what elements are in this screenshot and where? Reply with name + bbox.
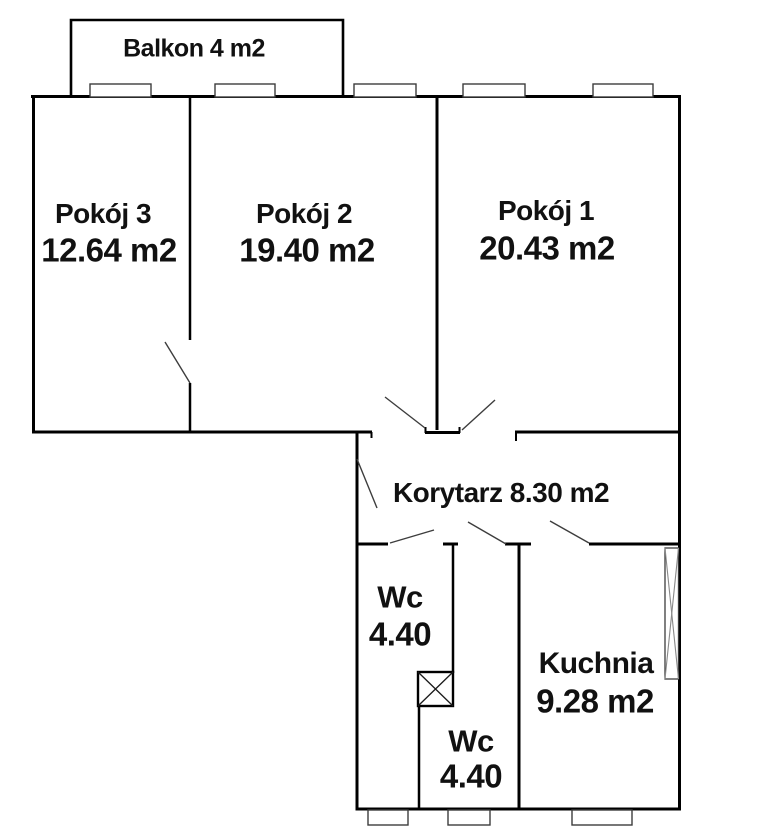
door-leaves bbox=[164, 341, 590, 545]
door-kuchnia bbox=[549, 520, 590, 544]
label-wc-bottom-area: 4.40 bbox=[439, 757, 503, 795]
label-kuchnia-area: 9.28 m2 bbox=[536, 682, 654, 720]
door-pokoj2 bbox=[384, 396, 426, 429]
balcony-outline bbox=[69, 18, 345, 96]
label-pokoj1-name: Pokój 1 bbox=[497, 195, 595, 226]
label-pokoj3-area: 12.64 m2 bbox=[41, 231, 177, 269]
label-wc-bottom-name: Wc bbox=[448, 723, 494, 759]
window-balcony-right bbox=[214, 83, 276, 98]
door-entrance bbox=[356, 458, 378, 509]
label-kuchnia-name: Kuchnia bbox=[538, 647, 654, 680]
window-pokoj1-right bbox=[592, 83, 654, 98]
inner-walls bbox=[188, 98, 681, 809]
top-windows bbox=[89, 83, 654, 98]
door-pokoj1 bbox=[461, 399, 496, 431]
door-pokoj3 bbox=[164, 341, 191, 384]
window-wc-bottom-room bbox=[447, 809, 491, 826]
label-pokoj1-area: 20.43 m2 bbox=[479, 229, 615, 267]
shaft-symbol bbox=[416, 670, 455, 708]
label-pokoj3-name: Pokój 3 bbox=[54, 198, 152, 229]
bottom-windows bbox=[367, 809, 633, 826]
window-pokoj2 bbox=[353, 83, 417, 98]
door-wc-top bbox=[389, 529, 435, 544]
window-balcony-left bbox=[89, 83, 152, 98]
label-pokoj2-area: 19.40 m2 bbox=[239, 231, 375, 269]
window-wc-top-room bbox=[367, 809, 409, 826]
label-pokoj2-name: Pokój 2 bbox=[255, 198, 353, 229]
window-kuchnia-bottom bbox=[571, 809, 633, 826]
door-wc-bottom bbox=[467, 521, 507, 545]
window-pokoj1-left bbox=[462, 83, 526, 98]
label-balkon: Balkon 4 m2 bbox=[123, 34, 265, 63]
label-wc-top-area: 4.40 bbox=[368, 615, 432, 653]
label-wc-top-name: Wc bbox=[377, 579, 423, 615]
label-korytarz: Korytarz 8.30 m2 bbox=[392, 477, 610, 508]
window-kuchnia-side bbox=[664, 547, 680, 680]
